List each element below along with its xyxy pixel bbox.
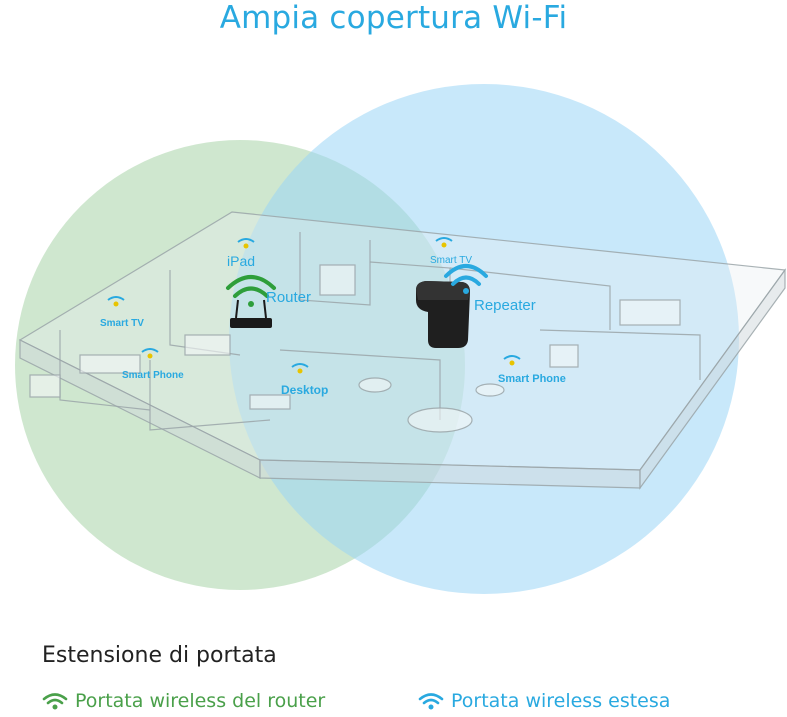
smart-tv-left-wifi-icon bbox=[107, 296, 125, 307]
legend-extended-label: Portata wireless estesa bbox=[451, 690, 671, 712]
repeater-device bbox=[416, 281, 470, 348]
smart-tv-right-label: Smart TV bbox=[430, 255, 472, 266]
ipad-wifi-icon bbox=[237, 238, 255, 249]
router-wifi-icon bbox=[226, 275, 276, 307]
page-title: Ampia copertura Wi-Fi bbox=[219, 0, 568, 36]
smart-tv-left-label: Smart TV bbox=[100, 318, 144, 329]
legend-heading: Estensione di portata bbox=[42, 643, 277, 668]
router-device bbox=[230, 299, 272, 328]
smart-phone-left-label: Smart Phone bbox=[122, 370, 184, 381]
legend-router-label: Portata wireless del router bbox=[75, 690, 326, 712]
desktop-wifi-icon bbox=[291, 363, 309, 374]
coverage-diagram: Router Repeater iPad Smart TV Smart Phon… bbox=[15, 84, 787, 594]
repeater-wifi-icon bbox=[444, 264, 488, 294]
floor-plan bbox=[18, 211, 787, 490]
ipad-label: iPad bbox=[227, 253, 255, 269]
smart-phone-right-wifi-icon bbox=[503, 355, 521, 366]
wifi-icon bbox=[418, 693, 444, 710]
smart-phone-right-label: Smart Phone bbox=[498, 373, 566, 385]
smart-tv-right-wifi-icon bbox=[435, 237, 453, 248]
smart-phone-left-wifi-icon bbox=[141, 348, 159, 359]
desktop-label: Desktop bbox=[281, 383, 328, 397]
legend-extended-range: Portata wireless estesa bbox=[418, 690, 670, 712]
legend-router-range: Portata wireless del router bbox=[42, 690, 325, 712]
repeater-label: Repeater bbox=[474, 297, 536, 314]
wifi-icon bbox=[42, 693, 68, 710]
router-label: Router bbox=[266, 289, 311, 306]
